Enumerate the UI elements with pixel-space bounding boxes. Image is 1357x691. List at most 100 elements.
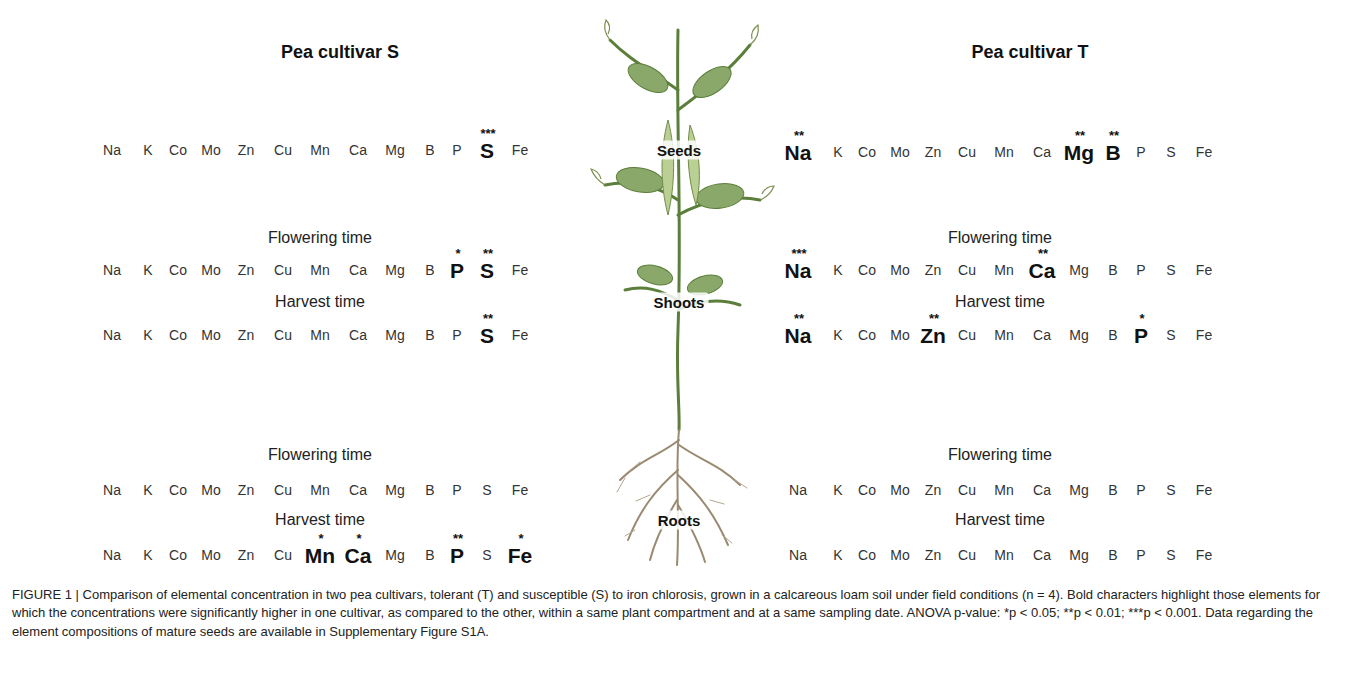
element-symbol: Co (169, 483, 187, 497)
element-symbol: P (452, 483, 461, 497)
element-symbol: Zn (238, 483, 254, 497)
element-symbol: Na (789, 483, 807, 497)
element-symbol: K (143, 548, 152, 562)
element-symbol: Ca (1033, 328, 1051, 342)
significance-stars: ** (929, 312, 939, 325)
element-symbol: Co (858, 145, 876, 159)
element-symbol: Ca (349, 143, 367, 157)
element-symbol: Zn (925, 548, 941, 562)
significance-stars: ** (1038, 247, 1048, 260)
element-symbol: Mo (890, 548, 909, 562)
element-symbol: Mn (994, 328, 1013, 342)
element-symbol: Fe (1196, 548, 1212, 562)
significant-element: S (480, 140, 494, 161)
element-symbol: Zn (238, 263, 254, 277)
significance-stars: ** (483, 247, 493, 260)
element-symbol: B (425, 328, 434, 342)
significant-element: Mg (1064, 142, 1094, 163)
element-symbol: S (1166, 548, 1175, 562)
significance-stars: * (318, 532, 323, 545)
element-symbol: B (425, 483, 434, 497)
element-symbol: Ca (1033, 548, 1051, 562)
significance-stars: ** (453, 532, 463, 545)
element-symbol: Fe (512, 143, 528, 157)
element-symbol: K (143, 483, 152, 497)
element-symbol: Mg (1069, 328, 1088, 342)
element-symbol: Cu (958, 548, 976, 562)
element-symbol: Mo (890, 263, 909, 277)
significance-stars: * (518, 532, 523, 545)
element-symbol: P (452, 328, 461, 342)
element-symbol: K (833, 483, 842, 497)
element-symbol: K (143, 143, 152, 157)
element-symbol: Mn (310, 143, 329, 157)
significant-element: P (450, 260, 464, 281)
significance-stars: * (455, 247, 460, 260)
significance-stars: ** (1075, 129, 1085, 142)
significant-element: Na (785, 325, 812, 346)
element-symbol: P (1136, 483, 1145, 497)
element-symbol: Co (858, 548, 876, 562)
element-symbol: Co (858, 483, 876, 497)
element-symbol: S (1166, 145, 1175, 159)
sampling-time: Harvest time (955, 294, 1045, 310)
element-symbol: S (1166, 263, 1175, 277)
element-symbol: B (425, 263, 434, 277)
element-symbol: Co (858, 328, 876, 342)
plant-part-label: Roots (654, 511, 705, 530)
element-symbol: Na (103, 143, 121, 157)
element-symbol: Zn (238, 548, 254, 562)
element-symbol: Mo (201, 328, 220, 342)
sampling-time: Harvest time (955, 512, 1045, 528)
element-symbol: Cu (274, 483, 292, 497)
element-symbol: Mn (310, 328, 329, 342)
element-symbol: Co (169, 328, 187, 342)
element-symbol: Mg (385, 548, 404, 562)
element-symbol: Mo (201, 143, 220, 157)
significance-stars: ** (794, 312, 804, 325)
element-symbol: Co (169, 263, 187, 277)
element-symbol: Mg (1069, 263, 1088, 277)
element-symbol: Mg (385, 263, 404, 277)
element-symbol: B (1108, 328, 1117, 342)
significant-element: P (1134, 325, 1148, 346)
element-symbol: B (425, 548, 434, 562)
element-symbol: Cu (274, 263, 292, 277)
cultivar-title: Pea cultivar T (971, 43, 1088, 61)
sampling-time: Flowering time (268, 447, 372, 463)
element-symbol: K (833, 145, 842, 159)
element-symbol: Na (103, 328, 121, 342)
element-symbol: Mo (201, 548, 220, 562)
significant-element: Na (785, 142, 812, 163)
element-symbol: Cu (958, 145, 976, 159)
element-symbol: Mn (994, 548, 1013, 562)
element-symbol: Ca (1033, 145, 1051, 159)
significant-element: S (480, 260, 494, 281)
sampling-time: Flowering time (948, 230, 1052, 246)
element-symbol: Fe (1196, 328, 1212, 342)
element-symbol: Co (858, 263, 876, 277)
sampling-time: Harvest time (275, 294, 365, 310)
element-symbol: P (1136, 145, 1145, 159)
element-symbol: Na (103, 548, 121, 562)
cultivar-title: Pea cultivar S (281, 43, 399, 61)
element-symbol: Mo (890, 145, 909, 159)
significant-element: Zn (920, 325, 946, 346)
significant-element: Mn (305, 545, 335, 566)
element-symbol: K (833, 263, 842, 277)
element-symbol: Cu (274, 548, 292, 562)
element-symbol: P (452, 143, 461, 157)
element-symbol: B (1108, 263, 1117, 277)
element-symbol: Mo (201, 483, 220, 497)
sampling-time: Flowering time (948, 447, 1052, 463)
plant-part-label: Shoots (650, 293, 709, 312)
element-symbol: Fe (512, 263, 528, 277)
element-symbol: B (425, 143, 434, 157)
significant-element: S (480, 325, 494, 346)
element-symbol: Mg (385, 328, 404, 342)
element-symbol: Na (103, 483, 121, 497)
significance-stars: * (1139, 312, 1144, 325)
element-symbol: K (833, 548, 842, 562)
element-symbol: Mg (1069, 548, 1088, 562)
significant-element: Ca (1029, 260, 1056, 281)
